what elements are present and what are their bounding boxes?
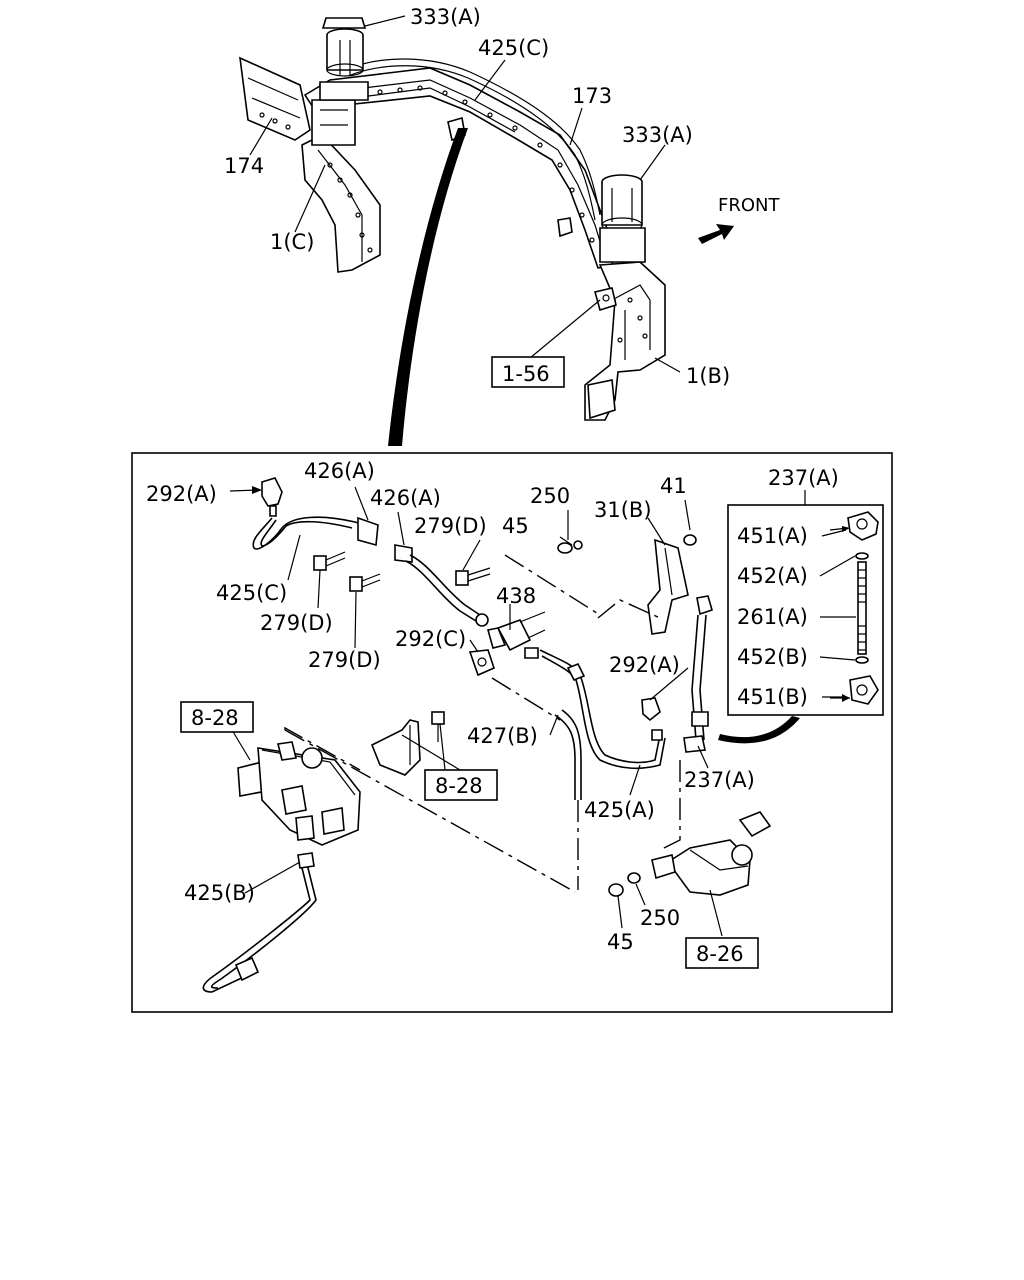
label-279d-low: 279(D) xyxy=(308,648,381,672)
label-292c: 292(C) xyxy=(395,627,466,651)
label-41: 41 xyxy=(660,474,687,498)
label-292a-right: 292(A) xyxy=(609,653,680,677)
label-1-56: 1-56 xyxy=(502,362,550,386)
label-292a-left: 292(A) xyxy=(146,482,217,506)
elbow-fitting-upper-left xyxy=(229,477,283,517)
ref-box-1-56 xyxy=(491,356,565,388)
label-250-low: 250 xyxy=(640,906,680,930)
label-426a-2: 426(A) xyxy=(370,486,441,510)
label-45-top: 45 xyxy=(502,514,529,538)
label-279d-mid: 279(D) xyxy=(260,611,333,635)
ref-box-8-26 xyxy=(685,937,759,969)
front-arrow-icon xyxy=(698,224,734,244)
front-label: FRONT xyxy=(718,195,780,216)
label-237a-box: 237(A) xyxy=(768,466,839,490)
threaded-rod xyxy=(857,561,867,655)
label-173: 173 xyxy=(572,84,612,108)
label-261a: 261(A) xyxy=(737,605,808,629)
label-1b: 1(B) xyxy=(686,364,730,388)
bolt-279d-b xyxy=(349,573,381,592)
brake-chamber-right xyxy=(599,174,646,263)
bracket-8-28 xyxy=(370,711,445,776)
label-452a: 452(A) xyxy=(737,564,808,588)
label-333a-right: 333(A) xyxy=(622,123,693,147)
label-427b: 427(B) xyxy=(467,724,538,748)
label-8-28-mid: 8-28 xyxy=(435,774,483,798)
label-279d-top: 279(D) xyxy=(414,514,487,538)
label-438: 438 xyxy=(496,584,536,608)
detail-leader xyxy=(388,128,468,446)
label-333a-top: 333(A) xyxy=(410,5,481,29)
elbow-fitting-right xyxy=(641,697,663,741)
label-31b: 31(B) xyxy=(594,498,652,522)
label-237a-low: 237(A) xyxy=(684,768,755,792)
bolt-279d-c xyxy=(455,567,491,586)
actuator-8-26 xyxy=(651,811,772,896)
fitting-292c xyxy=(468,649,495,677)
ball-joint-lower xyxy=(830,675,879,705)
brake-chamber-left xyxy=(319,17,369,101)
upper-leaders xyxy=(249,15,681,373)
label-452b: 452(B) xyxy=(737,645,808,669)
label-8-28-left: 8-28 xyxy=(191,706,239,730)
tee-fitting xyxy=(486,611,546,659)
bracket-31b xyxy=(647,538,689,635)
ref-box-8-28-mid xyxy=(424,769,498,801)
label-425b: 425(B) xyxy=(184,881,255,905)
label-1c: 1(C) xyxy=(270,230,314,254)
label-425c-top: 425(C) xyxy=(478,36,549,60)
label-426a-1: 426(A) xyxy=(304,459,375,483)
hose-237a xyxy=(683,595,713,753)
ball-joint-upper xyxy=(829,511,879,541)
frame-crossmember xyxy=(239,17,666,421)
label-45-low: 45 xyxy=(607,930,634,954)
label-250-top: 250 xyxy=(530,484,570,508)
label-8-26: 8-26 xyxy=(696,942,744,966)
label-451a: 451(A) xyxy=(737,524,808,548)
detail-leaders xyxy=(231,486,723,937)
valve-block-8-28 xyxy=(237,741,361,846)
label-174: 174 xyxy=(224,154,264,178)
ref-box-8-28-left xyxy=(180,701,254,733)
label-451b: 451(B) xyxy=(737,685,808,709)
label-425c-inner: 425(C) xyxy=(216,581,287,605)
label-425a: 425(A) xyxy=(584,798,655,822)
